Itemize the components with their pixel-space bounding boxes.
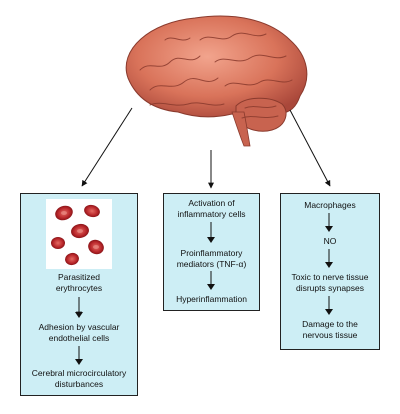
- middle-box: [163, 193, 260, 311]
- brain-illustration: [125, 15, 308, 147]
- left-step2-label: Adhesion by vascular endothelial cells: [38, 322, 120, 343]
- right-arrow-1: [325, 213, 333, 232]
- arrow-brain-to-right: [289, 109, 331, 187]
- left-step3-label: Cerebral microcirculatory disturbances: [31, 368, 127, 389]
- arrow-brain-to-left: [81, 107, 133, 187]
- right-step4-label: Damage to the nervous tissue: [302, 319, 358, 340]
- right-arrow-3: [325, 296, 333, 315]
- left-arrow-1: [75, 297, 83, 318]
- right-step2-label: NO: [323, 236, 337, 246]
- right-step3-label: Toxic to nerve tissue disrupts synapses: [291, 272, 369, 293]
- left-step1-label: Parasitized erythrocytes: [55, 272, 103, 293]
- right-arrow-2: [325, 249, 333, 268]
- right-box: [280, 193, 380, 350]
- middle-step1-label: Activation of inflammatory cells: [177, 198, 246, 219]
- middle-arrow-1: [207, 222, 215, 243]
- middle-arrow-2: [207, 271, 215, 290]
- red-blood-cells-image: [46, 199, 112, 269]
- left-arrow-2: [75, 346, 83, 365]
- right-step1-label: Macrophages: [304, 200, 356, 210]
- middle-step2-label: Proinflammatory mediators (TNF-α): [176, 248, 247, 269]
- middle-step3-label: Hyperinflammation: [176, 294, 247, 304]
